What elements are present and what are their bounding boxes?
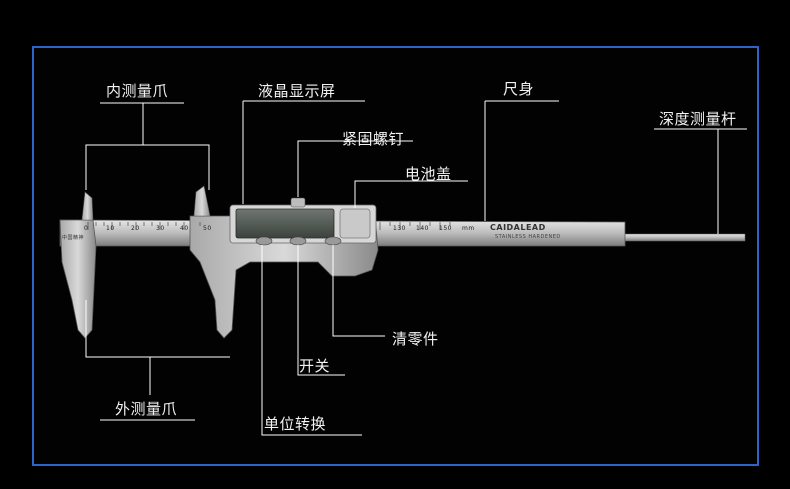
callout-line-zero (332, 245, 385, 337)
callout-line-inner-jaw (85, 144, 210, 190)
lcd-screen (235, 208, 335, 239)
scale-label-30: 30 (156, 225, 165, 232)
label-zero-button: 清零件 (392, 330, 439, 348)
callout-line-outer-jaw (85, 300, 230, 358)
power-switch-button (289, 236, 307, 246)
label-unit-switch: 单位转换 (264, 415, 327, 433)
moving-inner-jaw (193, 185, 211, 217)
scale-label-130: 130 (393, 225, 406, 232)
label-outer-jaw: 外测量爪 (115, 400, 178, 418)
label-battery-cover: 电池盖 (405, 165, 452, 183)
scale-label-0: 0 (84, 225, 89, 232)
scale-label-150: 150 (439, 225, 452, 232)
callout-line-battery (354, 180, 468, 208)
fixed-inner-jaw (81, 191, 94, 221)
diagram-frame (32, 46, 759, 466)
callout-line-unit (261, 245, 362, 436)
callout-lines (85, 100, 747, 436)
label-ruler-body: 尺身 (503, 80, 535, 98)
callout-line-screw (297, 140, 413, 197)
scale-label-140: 140 (416, 225, 429, 232)
label-depth-rod: 深度测量杆 (659, 110, 737, 128)
scale-marks-right (379, 222, 451, 230)
brand-subtext: STAINLESS HARDENED (495, 234, 561, 240)
label-inner-jaw: 内测量爪 (106, 82, 169, 100)
scale-label-mm: mm (462, 225, 475, 232)
label-locking-screw: 紧固螺钉 (342, 130, 405, 148)
fixed-outer-jaw (59, 219, 97, 339)
callout-line-power (297, 245, 345, 376)
scale-label-10: 10 (106, 225, 115, 232)
scale-marks-left (87, 222, 201, 230)
brand-mark: CAIDALEAD (490, 223, 546, 232)
scale-label-40: 40 (180, 225, 189, 232)
slider-body (189, 215, 379, 339)
locking-screw (290, 197, 306, 208)
zero-button (324, 236, 342, 246)
label-power-switch: 开关 (299, 357, 331, 375)
label-lcd-screen: 液晶显示屏 (258, 82, 336, 100)
unit-switch-button (255, 236, 273, 246)
scale-label-20: 20 (131, 225, 140, 232)
battery-cover (339, 208, 371, 239)
scale-label-50: 50 (203, 225, 212, 232)
maker-mark: 中国精神 (62, 235, 85, 241)
